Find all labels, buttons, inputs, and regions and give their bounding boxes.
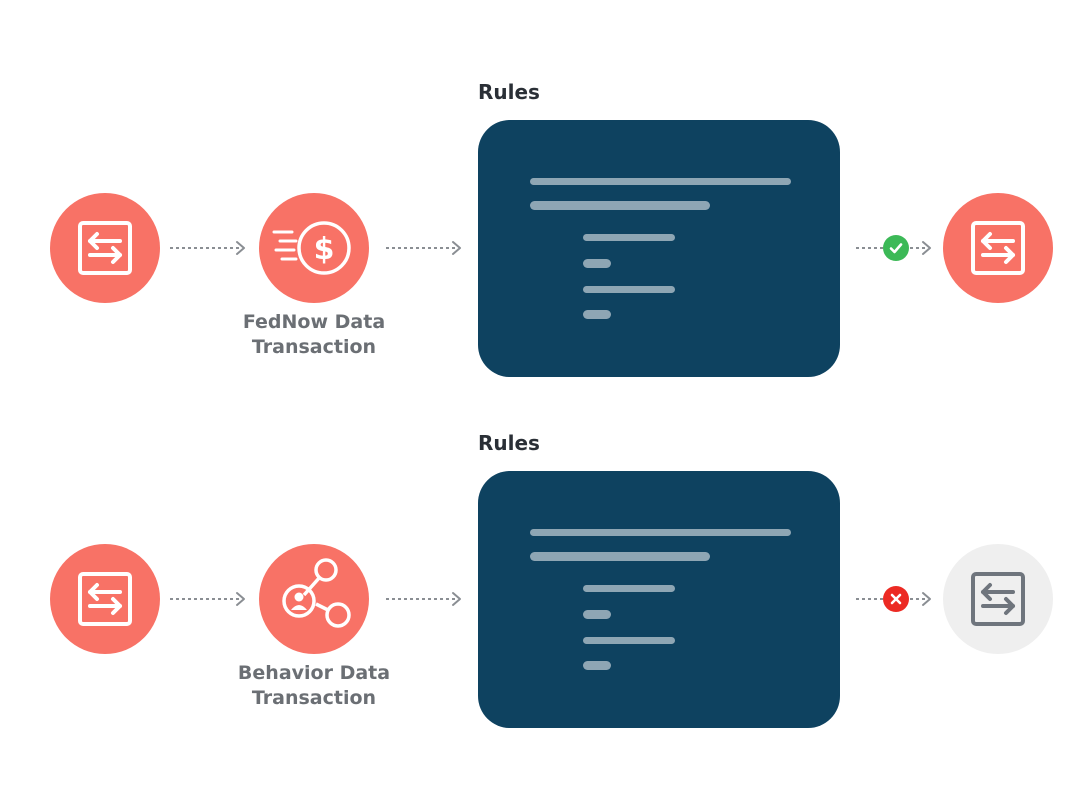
dashed-arrow-connector <box>386 241 461 255</box>
dollar-coin-icon: $ <box>272 221 351 275</box>
rule-line <box>530 178 791 185</box>
dashed-arrow-connector <box>170 592 245 606</box>
rules-panel <box>478 120 840 377</box>
source-transaction-node <box>50 544 160 654</box>
rule-line <box>583 286 675 293</box>
rules-title: Rules <box>478 80 540 104</box>
rules-title: Rules <box>478 431 540 455</box>
fednow-data-node: $ <box>259 193 369 303</box>
rule-line <box>530 529 791 536</box>
behavior-data-node <box>259 544 369 654</box>
flow-row-behavior: Behavior Data Transaction Rules <box>0 426 1080 766</box>
approved-status-badge <box>883 235 909 261</box>
rejected-status-badge <box>883 586 909 612</box>
transfer-arrows-icon <box>971 572 1025 626</box>
transfer-arrows-icon <box>78 572 132 626</box>
source-transaction-node <box>50 193 160 303</box>
dashed-arrow-connector <box>170 241 245 255</box>
rule-line <box>583 585 675 592</box>
dashed-arrow-connector <box>856 592 931 606</box>
x-icon <box>890 593 902 605</box>
label-line: Transaction <box>251 336 377 358</box>
rule-line <box>583 661 611 670</box>
rule-line <box>530 552 710 561</box>
approved-result-node <box>943 193 1053 303</box>
dashed-arrow-connector <box>856 241 931 255</box>
rule-line <box>583 610 611 619</box>
svg-text:$: $ <box>314 232 335 267</box>
rule-line <box>583 234 675 241</box>
rejected-result-node <box>943 544 1053 654</box>
user-network-icon <box>282 558 351 628</box>
transfer-arrows-icon <box>78 221 132 275</box>
check-icon <box>889 243 903 254</box>
fednow-data-label: FedNow Data Transaction <box>214 310 414 360</box>
rule-line <box>583 310 611 319</box>
dashed-arrow-connector <box>386 592 461 606</box>
rule-line <box>583 259 611 268</box>
behavior-data-label: Behavior Data Transaction <box>214 661 414 711</box>
label-line: FedNow Data <box>242 311 386 333</box>
transfer-arrows-icon <box>971 221 1025 275</box>
rule-line <box>530 201 710 210</box>
rule-line <box>583 637 675 644</box>
flow-row-fednow: $ FedNow Data Transaction Rules <box>0 75 1080 415</box>
label-line: Transaction <box>251 687 377 709</box>
rules-panel <box>478 471 840 728</box>
label-line: Behavior Data <box>237 662 391 684</box>
